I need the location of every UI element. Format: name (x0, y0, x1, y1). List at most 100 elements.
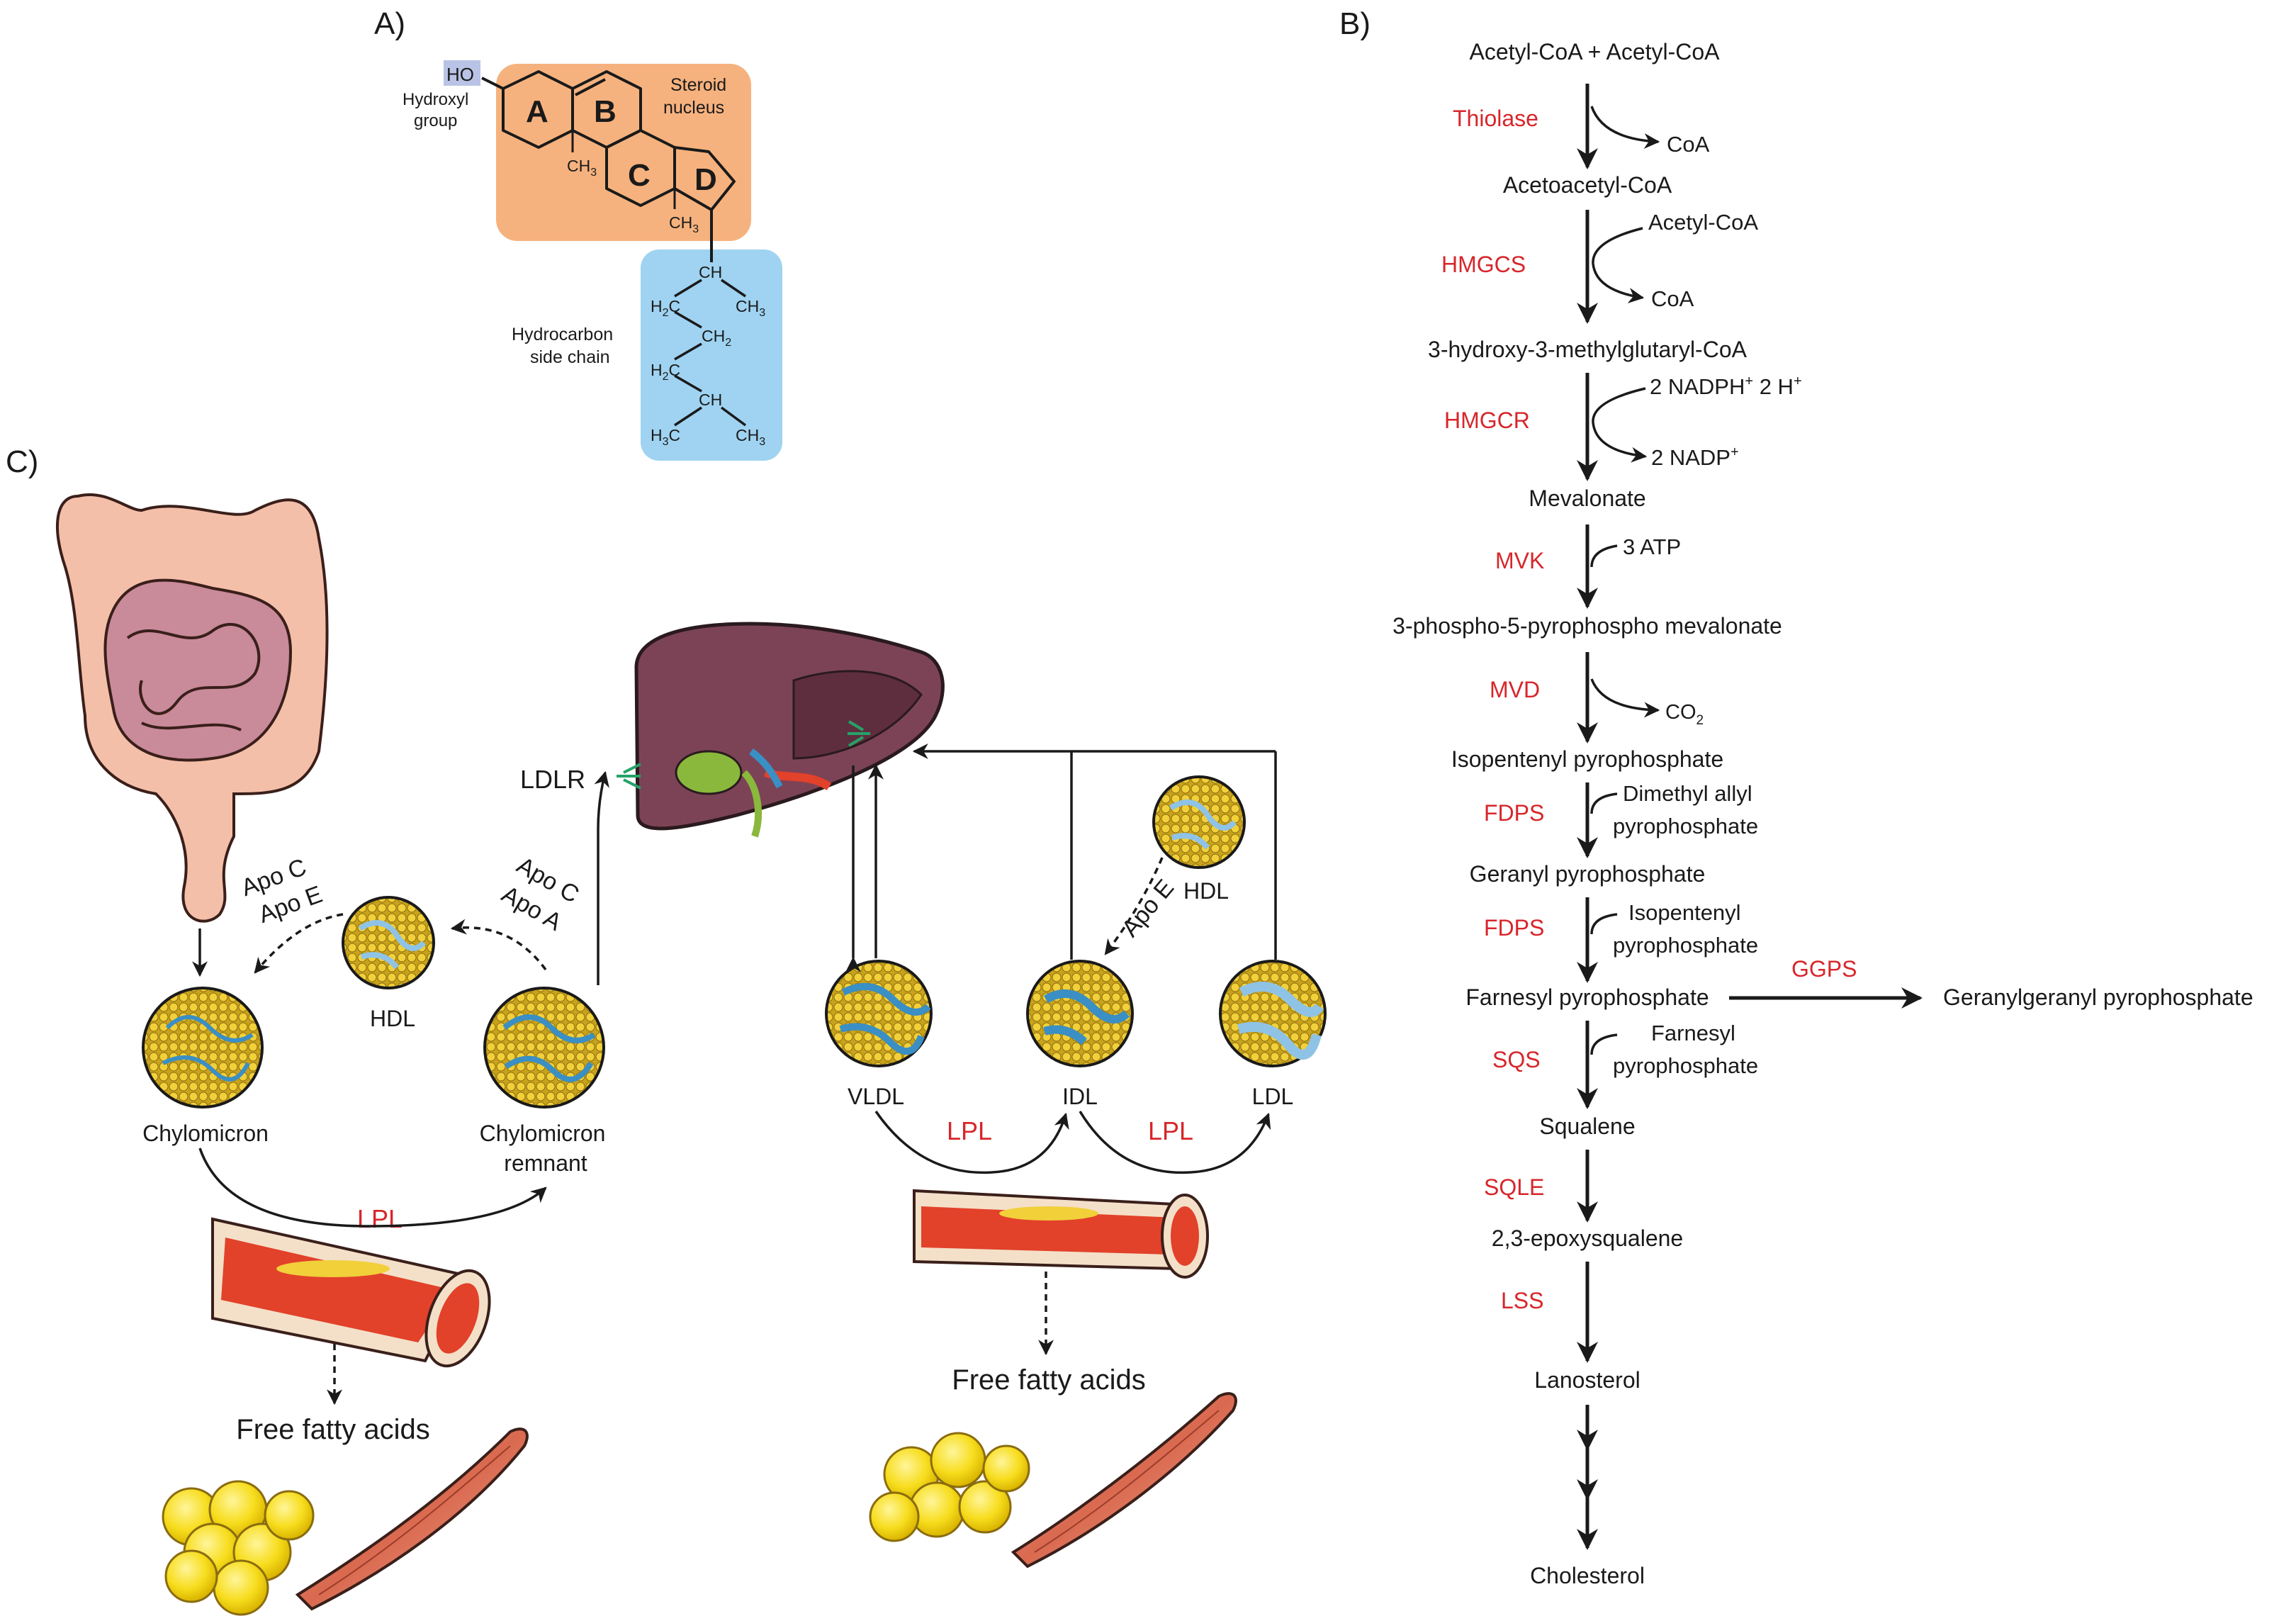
small-intestine-folds (126, 622, 261, 731)
side-dmapp: Dimethyl allyl pyrophosphate (1613, 781, 1758, 838)
metabolite-cholesterol: Cholesterol (1530, 1563, 1645, 1588)
adipose-tissue-left (162, 1480, 315, 1616)
side-chain-ch3-2: CH3 (736, 426, 765, 448)
side-ipp: Isopentenyl pyrophosphate (1613, 900, 1758, 958)
enzyme-hmgcr: HMGCR (1444, 408, 1530, 433)
free-fatty-acids-label-2: Free fatty acids (952, 1364, 1145, 1396)
vldl-particle (825, 960, 933, 1067)
side-chain-ch2: CH2 (702, 327, 731, 349)
metabolite-ggpp: Geranylgeranyl pyrophosphate (1943, 984, 2253, 1010)
ldlr-receptor-right (848, 720, 870, 747)
apo-e-label: Apo E (1117, 875, 1180, 942)
metabolite-phospho-mevalonate: 3-phospho-5-pyrophospho mevalonate (1392, 613, 1782, 639)
lpl-label-3: LPL (1148, 1116, 1193, 1145)
side-chain-ch-2: CH (699, 391, 722, 409)
enzyme-sqs: SQS (1492, 1047, 1541, 1072)
side-nadph: 2 NADPH+ 2 H+ (1650, 374, 1802, 399)
ring-d (673, 146, 736, 211)
methyl-label-2: CH3 (669, 213, 699, 235)
apo-ca-label: Apo C Apo A (496, 852, 590, 941)
side-chain-bonds (674, 279, 747, 427)
ring-b-double-bond (575, 78, 606, 96)
ldlr-receptor-left (617, 763, 641, 790)
apo-ce-label: Apo C Apo E (237, 851, 327, 931)
side-co2: CO2 (1665, 701, 1704, 728)
ring-label-a: A (526, 94, 548, 129)
metabolite-acetyl-coa: Acetyl-CoA + Acetyl-CoA (1469, 39, 1720, 64)
side-acetyl-coa: Acetyl-CoA (1648, 210, 1758, 235)
side-chain-box (641, 249, 782, 461)
small-intestine (103, 578, 293, 762)
enzyme-fdps-1: FDPS (1484, 800, 1544, 826)
idl-particle (1026, 960, 1134, 1067)
side-fpp: Farnesyl pyrophosphate (1613, 1021, 1758, 1078)
mevalonate-pathway: Acetyl-CoA + Acetyl-CoA Acetoacetyl-CoA … (1392, 39, 2253, 1588)
side-reaction-arrows (1590, 106, 1660, 1055)
ring-label-c: C (628, 158, 651, 193)
metabolite-ipp: Isopentenyl pyrophosphate (1451, 746, 1723, 772)
hdl-particle-left (342, 896, 435, 989)
side-coa-1: CoA (1667, 132, 1710, 157)
ring-label-d: D (694, 162, 717, 197)
side-chain-ch-1: CH (699, 263, 722, 281)
adipose-tissue-right (869, 1432, 1030, 1542)
muscle-left (295, 1427, 529, 1611)
hdl-particle-right (1152, 775, 1246, 869)
intestine-illustration (56, 493, 329, 923)
side-nadp: 2 NADP+ (1651, 444, 1739, 470)
liver-illustration (634, 622, 945, 838)
metabolite-acetoacetyl-coa: Acetoacetyl-CoA (1503, 172, 1672, 198)
lpl-label-2: LPL (947, 1116, 992, 1145)
gallbladder (675, 750, 743, 795)
hydroxyl-label: Hydroxyl group (403, 90, 473, 130)
methyl-label-1: CH3 (567, 157, 597, 179)
hydroxyl-bond (481, 77, 504, 90)
lpl-label-1: LPL (357, 1204, 403, 1233)
chylomicron-label: Chylomicron (142, 1121, 269, 1146)
hdl-label-left: HDL (370, 1006, 415, 1031)
chylomicron-remnant-label: Chylomicron remnant (480, 1121, 612, 1176)
ldl-label: LDL (1252, 1084, 1294, 1109)
bile-duct (741, 770, 762, 838)
ldlr-label: LDLR (520, 765, 585, 794)
blood-vessel-right (913, 1189, 1209, 1279)
enzyme-thiolase: Thiolase (1453, 106, 1538, 131)
chylomicron-remnant-particle (483, 987, 605, 1109)
hdl-label-right: HDL (1183, 878, 1229, 904)
lipoprotein-transport: LDLR Apo (56, 493, 1327, 1616)
enzyme-mvd: MVD (1490, 677, 1540, 702)
ldl-particle (1219, 960, 1327, 1067)
metabolite-mevalonate: Mevalonate (1529, 486, 1645, 511)
cholesterol-structure: HO Hydroxyl group Steroid nucleus A B C … (403, 60, 782, 461)
free-fatty-acids-label-1: Free fatty acids (236, 1414, 429, 1445)
enzyme-lss: LSS (1501, 1288, 1543, 1313)
hydroxyl-box (444, 60, 480, 86)
liver-shape (634, 622, 945, 831)
metabolite-squalene: Squalene (1539, 1113, 1635, 1139)
metabolite-lanosterol: Lanosterol (1534, 1367, 1640, 1393)
vldl-label: VLDL (848, 1084, 904, 1109)
enzyme-fdps-2: FDPS (1484, 915, 1544, 941)
side-coa-2: CoA (1651, 286, 1694, 311)
panel-label-a: A) (374, 6, 405, 41)
steroid-nucleus-label: Steroid nucleus (663, 75, 731, 118)
metabolite-fpp: Farnesyl pyrophosphate (1465, 984, 1709, 1010)
transport-arrows (192, 744, 1277, 1405)
ho-label: HO (446, 64, 474, 85)
side-atp: 3 ATP (1623, 534, 1681, 559)
panel-label-c: C) (6, 444, 38, 479)
enzyme-mvk: MVK (1495, 548, 1544, 573)
enzyme-ggps: GGPS (1791, 956, 1857, 982)
side-chain-label: Hydrocarbon side chain (512, 325, 618, 367)
blood-vessel-left (211, 1217, 491, 1368)
metabolite-epoxysqualene: 2,3-epoxysqualene (1492, 1225, 1683, 1251)
chylomicron-particle (142, 987, 264, 1109)
liver-lobe (792, 670, 923, 760)
side-chain-h2c-2: H2C (651, 361, 680, 383)
muscle-right (1011, 1392, 1237, 1569)
side-chain-h3c: H3C (651, 426, 680, 448)
enzyme-sqle: SQLE (1484, 1174, 1544, 1200)
panel-label-b: B) (1339, 6, 1371, 41)
side-chain-h2c-1: H2C (651, 297, 680, 319)
